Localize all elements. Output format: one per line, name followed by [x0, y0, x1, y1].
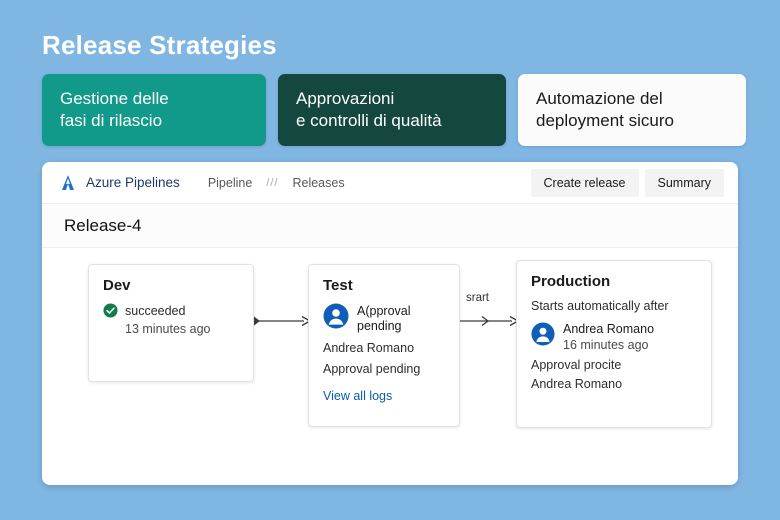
summary-button[interactable]: Summary: [644, 168, 724, 197]
strategy-card-group: Gestione delle fasi di rilascio Approvaz…: [42, 74, 746, 146]
create-release-button[interactable]: Create release: [530, 168, 639, 197]
user-avatar-icon: [531, 322, 555, 346]
check-circle-icon: [103, 303, 118, 318]
breadcrumb-item-pipeline[interactable]: Pipeline: [207, 175, 253, 190]
strategy-card-line-1: Gestione delle: [60, 88, 169, 108]
stage-name: Dev: [103, 277, 131, 294]
strategy-card-line-2: fasi di rilascio: [60, 111, 163, 130]
azure-pipelines-logo-icon: [62, 174, 74, 190]
strategy-card-line-2: e controlli di qualità: [296, 111, 442, 130]
pipeline-canvas: Dev succeeded 13 minutes ago Test: [42, 248, 738, 484]
approval-detail: Approval pending: [323, 361, 421, 376]
stage-name: Test: [323, 277, 353, 294]
brand-name: Azure Pipelines: [86, 175, 180, 190]
strategy-card-line-1: Automazione del: [536, 88, 663, 108]
stage-timestamp: 13 minutes ago: [125, 322, 211, 336]
status-row: succeeded: [103, 303, 239, 318]
page-title: Release Strategies: [42, 30, 277, 60]
user-avatar-icon: [323, 303, 349, 329]
app-header: Azure Pipelines Pipeline /// Releases Cr…: [42, 162, 738, 204]
stage-card-test[interactable]: Test A(pproval pending Andrea Romano App…: [308, 264, 460, 427]
approval-line-1: A(pproval: [357, 304, 411, 318]
azure-pipelines-panel: Azure Pipelines Pipeline /// Releases Cr…: [42, 162, 738, 485]
approval-detail-person: Andrea Romano: [531, 377, 623, 391]
approval-detail: Approval procite: [531, 358, 622, 372]
strategy-card-line-1: Approvazioni: [296, 88, 395, 108]
view-all-logs-link[interactable]: View all logs: [323, 388, 393, 403]
connector-label-start: srart: [466, 292, 489, 304]
connector-arrow-test-to-production: [460, 315, 518, 327]
approver-name: Andrea Romano: [323, 340, 415, 355]
breadcrumb-separator-icon: ///: [266, 176, 279, 189]
strategy-card-release-phases[interactable]: Gestione delle fasi di rilascio: [42, 74, 266, 146]
brand[interactable]: Azure Pipelines: [58, 173, 180, 193]
strategy-card-line-2: deployment sicuro: [536, 111, 674, 130]
approval-status: A(pproval pending: [357, 303, 411, 334]
stage-subtitle: Starts automatically after: [531, 299, 669, 313]
stage-card-production[interactable]: Production Starts automatically after An…: [516, 260, 712, 428]
release-title: Release-4: [64, 215, 142, 235]
approval-person-row: Andrea Romano 16 minutes ago: [531, 322, 697, 352]
strategy-card-automation[interactable]: Automazione del deployment sicuro: [518, 74, 746, 146]
stage-timestamp: 16 minutes ago: [563, 338, 649, 352]
stage-status-text: succeeded: [125, 303, 186, 318]
breadcrumb: Pipeline /// Releases: [208, 176, 345, 190]
stage-name: Production: [531, 273, 611, 290]
approval-line-2: pending: [357, 318, 402, 333]
release-title-band: Release-4: [42, 204, 738, 248]
stage-card-dev[interactable]: Dev succeeded 13 minutes ago: [88, 264, 254, 382]
connector-arrow-dev-to-test: [254, 315, 310, 327]
approver-name: Andrea Romano: [563, 322, 655, 336]
approval-person-row: A(pproval pending: [323, 303, 445, 334]
approver-block: Andrea Romano 16 minutes ago: [563, 322, 654, 352]
header-actions: Create release Summary: [530, 168, 724, 197]
breadcrumb-item-releases[interactable]: Releases: [292, 175, 345, 190]
strategy-card-approvals[interactable]: Approvazioni e controlli di qualità: [278, 74, 506, 146]
